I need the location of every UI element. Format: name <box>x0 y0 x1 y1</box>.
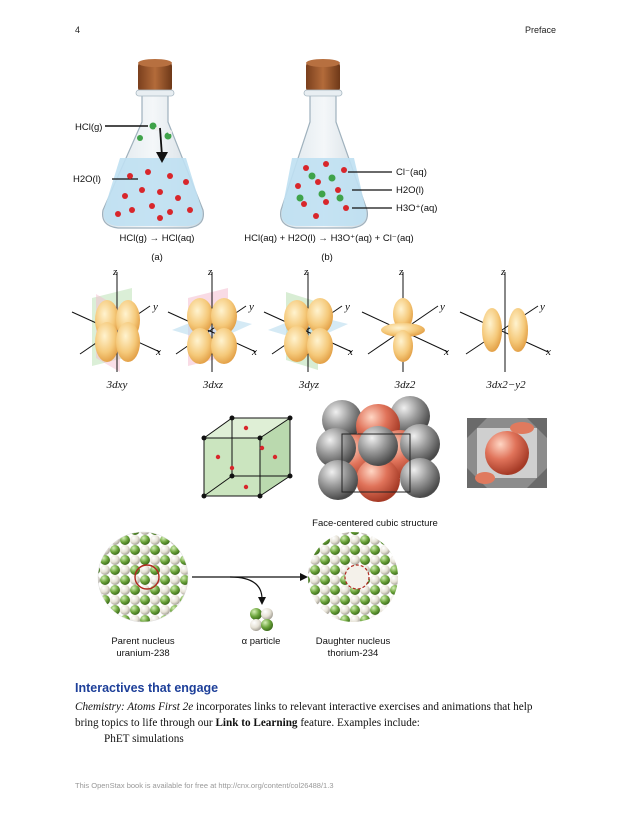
parent-nucleus <box>97 531 189 623</box>
orbital-3dx2y2 <box>459 272 549 372</box>
equation-b: HCl(aq) + H2O(l) → H3O⁺(aq) + Cl⁻(aq) <box>244 233 414 244</box>
orbital-3dxy <box>71 272 161 372</box>
axis-z-2: z <box>208 266 213 278</box>
daughter-label-2: thorium-234 <box>327 648 379 659</box>
fcc-figure <box>201 396 547 502</box>
parent-label-1: Parent nucleus <box>111 636 175 647</box>
orbital-figure <box>71 272 549 372</box>
book-title: Chemistry: Atoms First 2e <box>75 701 194 713</box>
axis-x-5: x <box>546 346 551 358</box>
section-paragraph: Chemistry: Atoms First 2e incorporates l… <box>75 699 557 731</box>
parent-label-2: uranium-238 <box>116 648 170 659</box>
link-to-learning: Link to Learning <box>215 717 298 729</box>
flask-b <box>279 59 392 229</box>
flask-figure <box>101 59 392 229</box>
unit-cell-diagram <box>201 415 293 499</box>
axis-z-1: z <box>113 266 118 278</box>
bullet-phet: PhET simulations <box>104 733 184 745</box>
fcc-caption: Face-centered cubic structure <box>312 518 438 529</box>
para-text-2: feature. Examples include: <box>297 717 420 729</box>
running-header: Preface <box>524 25 556 35</box>
fcc-spheres <box>316 396 440 502</box>
orbital-label-1: 3dxy <box>106 379 128 391</box>
axis-z-4: z <box>399 266 404 278</box>
axis-z-5: z <box>501 266 506 278</box>
axis-x-3: x <box>348 346 353 358</box>
caption-a: (a) <box>151 252 163 263</box>
axis-y-4: y <box>440 301 445 313</box>
axis-y-2: y <box>249 301 254 313</box>
page-number: 4 <box>75 25 81 35</box>
orbital-3dz2 <box>361 272 449 372</box>
equation-a: HCl(g) → HCl(aq) <box>119 233 195 244</box>
orbital-label-3: 3dyz <box>298 379 320 391</box>
orbital-label-4: 3dz2 <box>394 379 416 391</box>
orbital-label-5: 3dx2−y2 <box>486 379 526 391</box>
axis-x-1: x <box>156 346 161 358</box>
flask-a <box>101 59 205 229</box>
label-water-a: H2O(l) <box>73 174 101 185</box>
fcc-cutaway <box>467 418 547 488</box>
daughter-nucleus <box>308 532 398 622</box>
orbital-3dxz <box>167 272 257 372</box>
axis-y-5: y <box>540 301 545 313</box>
orbital-3dyz <box>263 272 353 372</box>
axis-z-3: z <box>304 266 309 278</box>
daughter-label-1: Daughter nucleus <box>315 636 391 647</box>
axis-x-2: x <box>252 346 257 358</box>
decay-figure <box>97 531 398 631</box>
label-hydronium: H3O⁺(aq) <box>396 203 438 214</box>
para-text-1: incorporates links to relevant interacti… <box>75 701 533 729</box>
axis-y-3: y <box>345 301 350 313</box>
section-heading: Interactives that engage <box>75 681 219 695</box>
alpha-label: α particle <box>241 636 281 647</box>
caption-b: (b) <box>321 252 333 263</box>
alpha-particle <box>250 608 273 631</box>
axis-x-4: x <box>444 346 449 358</box>
footer-note: This OpenStax book is available for free… <box>75 781 334 790</box>
label-water-b: H2O(l) <box>396 185 424 196</box>
orbital-label-2: 3dxz <box>202 379 224 391</box>
label-hcl-gas: HCl(g) <box>75 122 103 133</box>
axis-y-1: y <box>153 301 158 313</box>
label-chloride: Cl⁻(aq) <box>396 167 427 178</box>
